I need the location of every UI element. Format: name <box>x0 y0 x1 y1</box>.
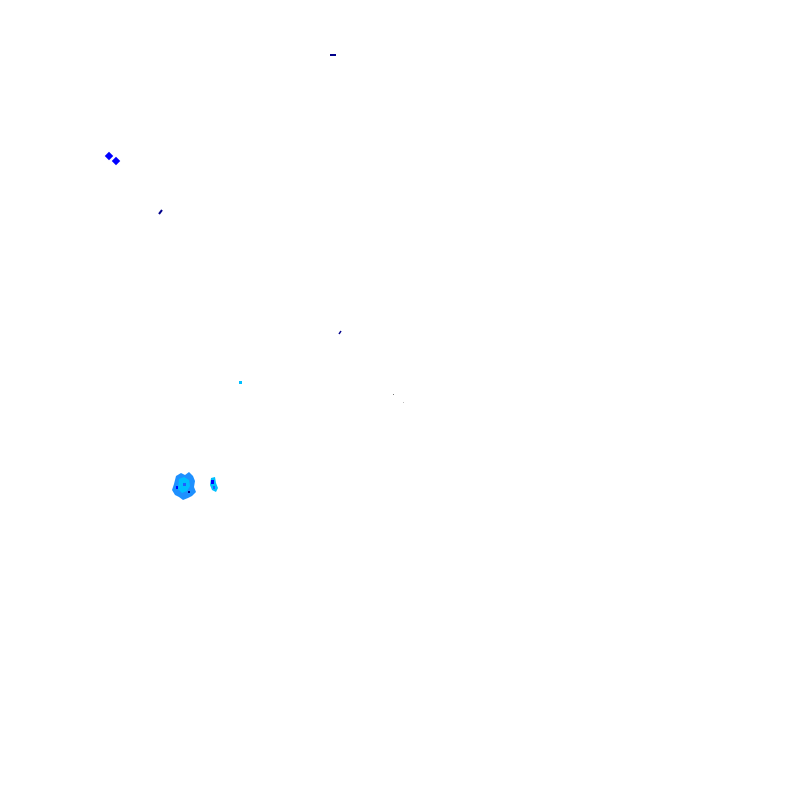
echo-speck-faint <box>403 402 404 403</box>
echo-dash-top <box>330 54 336 56</box>
echo-blob <box>210 477 218 492</box>
echo-cluster-main <box>172 472 196 500</box>
echo-speck-cyan <box>239 381 242 384</box>
echo-cluster-secondary <box>210 477 218 492</box>
echo-cell <box>104 151 114 161</box>
echo-cell <box>176 486 178 489</box>
echo-speck-mid <box>338 330 342 335</box>
echo-streak <box>158 209 163 215</box>
echo-cell <box>213 486 215 489</box>
echo-speck-faint <box>393 394 394 395</box>
echo-cluster-upper-left <box>104 151 121 166</box>
echo-cell <box>183 483 186 486</box>
echo-cell <box>111 156 121 166</box>
echo-cell <box>188 491 190 493</box>
echo-cell <box>211 480 214 484</box>
